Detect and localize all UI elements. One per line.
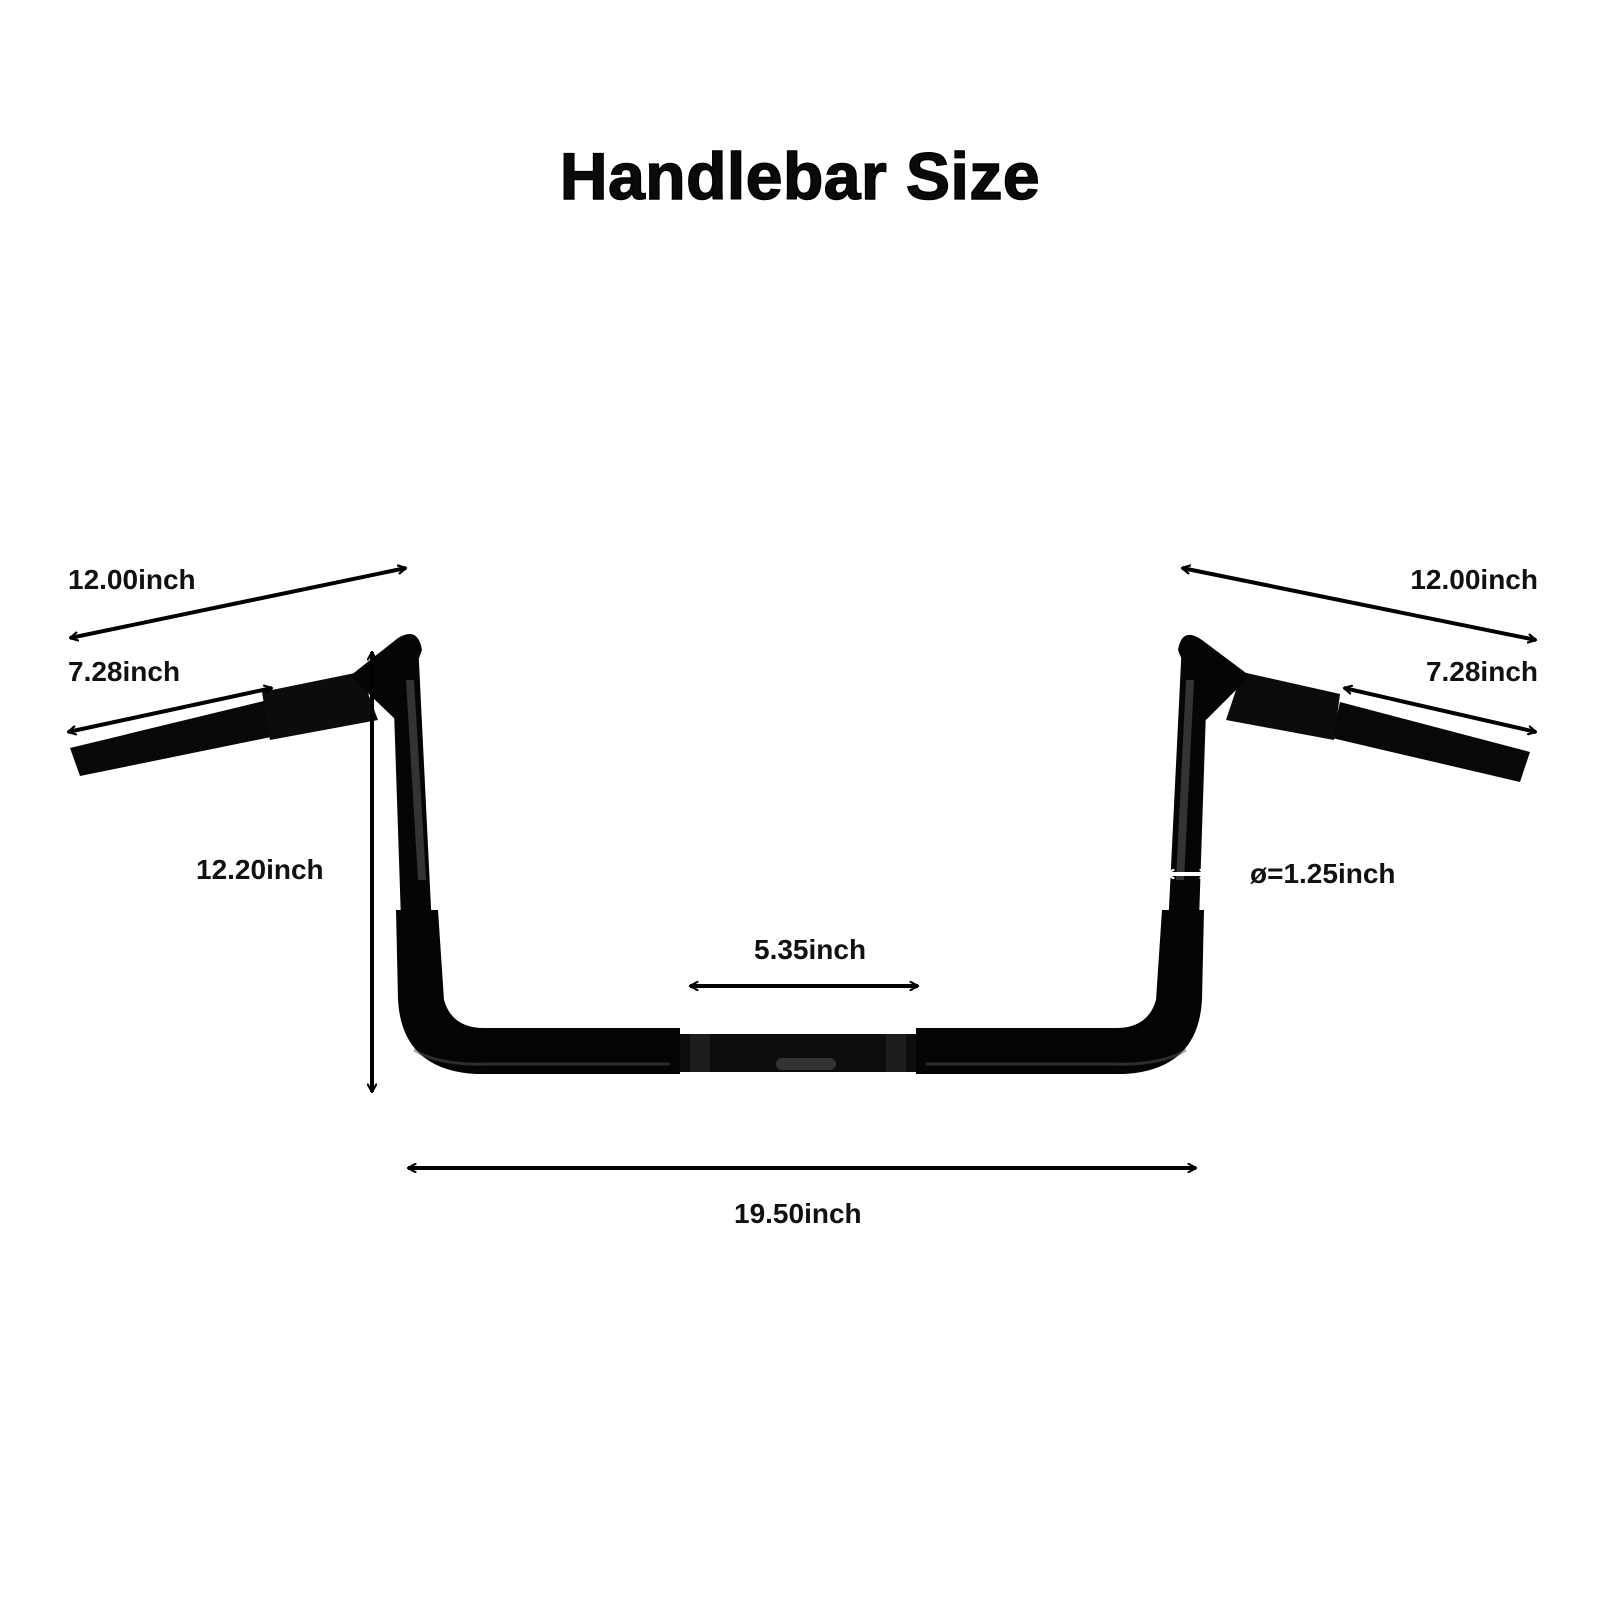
- dim-arrow-overall-right: [1182, 568, 1536, 640]
- label-overall-right: 12.00inch: [1410, 564, 1538, 595]
- label-center-width: 5.35inch: [754, 934, 867, 965]
- handlebar-left: [70, 634, 680, 1074]
- handlebar-right: [916, 634, 1530, 1074]
- label-height: 12.20inch: [196, 854, 324, 885]
- handlebar-center-clamp: [680, 1034, 916, 1072]
- label-diameter: ø=1.25inch: [1250, 858, 1396, 889]
- label-grip-left: 7.28inch: [68, 656, 181, 687]
- dim-arrow-grip-right: [1344, 688, 1536, 732]
- label-grip-right: 7.28inch: [1425, 656, 1538, 687]
- dim-arrow-overall-left: [70, 568, 406, 638]
- label-overall-left: 12.00inch: [68, 564, 196, 595]
- dim-arrow-grip-left: [68, 688, 272, 732]
- page-title: Handlebar Size: [559, 138, 1041, 214]
- label-pullback-width: 19.50inch: [734, 1198, 862, 1229]
